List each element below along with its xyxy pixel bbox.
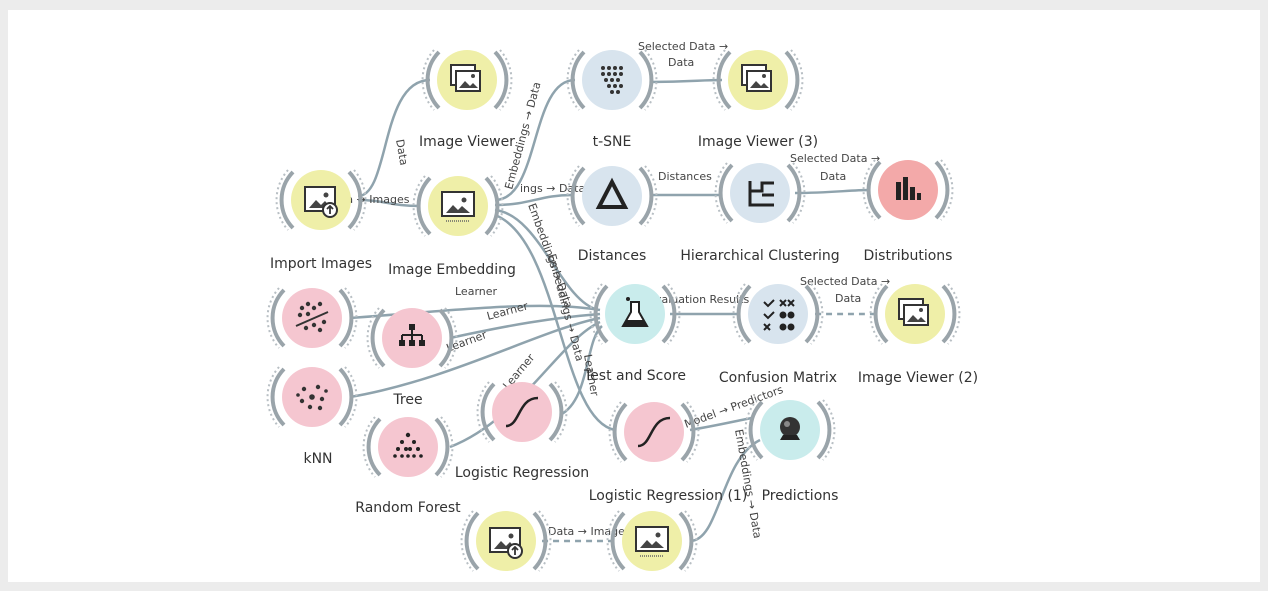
label-hierarchical-clustering: Hierarchical Clustering bbox=[680, 248, 839, 264]
sigmoid-icon bbox=[505, 396, 539, 428]
link-label-data-3: Data bbox=[835, 292, 861, 305]
node-import-images-1[interactable] bbox=[459, 509, 553, 573]
node-image-viewer-2[interactable] bbox=[868, 282, 962, 346]
tsne-icon bbox=[601, 66, 623, 94]
node-hierarchical-clustering[interactable] bbox=[713, 161, 807, 225]
link-label-data-images: ta → Images bbox=[342, 193, 410, 206]
link-label-distances: Distances bbox=[658, 170, 712, 183]
image-viewer-icon bbox=[450, 64, 481, 92]
distances-icon bbox=[595, 177, 629, 209]
link-label-selected-data-1: Selected Data → bbox=[638, 40, 728, 53]
label-distributions: Distributions bbox=[864, 248, 953, 264]
image-viewer-icon bbox=[898, 298, 929, 326]
link-rf-testscore bbox=[449, 320, 601, 449]
label-image-viewer: Image Viewer bbox=[419, 134, 515, 150]
link-label-data: Data bbox=[393, 138, 410, 166]
link-lr-testscore bbox=[559, 325, 603, 417]
link-embedding-tsne bbox=[494, 78, 576, 202]
knn-icon bbox=[296, 384, 328, 411]
node-logistic-regression-1[interactable] bbox=[607, 400, 701, 464]
bar-chart-icon bbox=[896, 177, 921, 200]
link-import-embedding bbox=[357, 198, 421, 208]
label-logistic-regression: Logistic Regression bbox=[455, 465, 589, 481]
label-tsne: t-SNE bbox=[593, 134, 632, 150]
node-random-forest[interactable] bbox=[361, 415, 455, 479]
node-logistic-regression[interactable] bbox=[475, 380, 569, 444]
label-logistic-regression-1: Logistic Regression (1) bbox=[589, 488, 748, 504]
link-embedding-lr1 bbox=[494, 213, 616, 432]
label-distances: Distances bbox=[578, 248, 647, 264]
confusion-matrix-icon bbox=[763, 299, 795, 331]
node-knn[interactable] bbox=[265, 365, 359, 429]
node-image-viewer[interactable] bbox=[420, 48, 514, 112]
link-embedding1-predictions bbox=[689, 438, 761, 543]
label-confusion-matrix: Confusion Matrix bbox=[719, 370, 837, 386]
import-images-icon bbox=[489, 527, 523, 559]
link-lr1-predictions bbox=[689, 416, 753, 432]
label-test-and-score: Test and Score bbox=[583, 368, 686, 384]
node-predictions[interactable] bbox=[743, 398, 837, 462]
random-forest-icon bbox=[393, 432, 423, 458]
node-confusion-matrix[interactable] bbox=[731, 282, 825, 346]
node-test-and-score[interactable] bbox=[588, 282, 682, 346]
label-tree: Tree bbox=[392, 392, 422, 408]
label-random-forest: Random Forest bbox=[355, 500, 461, 516]
node-import-images[interactable] bbox=[274, 168, 368, 232]
label-image-embedding: Image Embedding bbox=[388, 262, 516, 278]
links-layer bbox=[349, 78, 878, 543]
link-svm-testscore bbox=[349, 304, 601, 320]
link-embedding-testscore bbox=[494, 208, 599, 312]
node-tree[interactable] bbox=[365, 306, 459, 370]
tree-icon bbox=[399, 324, 425, 346]
node-image-embedding-1[interactable] bbox=[605, 509, 699, 573]
dendrogram-icon bbox=[748, 181, 774, 207]
link-import-viewer bbox=[357, 78, 431, 198]
node-image-viewer-3[interactable] bbox=[711, 48, 805, 112]
label-knn: kNN bbox=[303, 451, 332, 467]
label-image-viewer-2: Image Viewer (2) bbox=[858, 370, 978, 386]
node-distributions[interactable] bbox=[861, 158, 955, 222]
node-distances[interactable] bbox=[565, 164, 659, 228]
label-import-images: Import Images bbox=[270, 256, 372, 272]
link-embedding-distances bbox=[494, 193, 573, 207]
image-embedding-icon bbox=[441, 191, 475, 222]
label-predictions: Predictions bbox=[762, 488, 839, 504]
link-label-embeddings-predictions: Embeddings → Data bbox=[732, 428, 764, 539]
link-hc-distributions bbox=[794, 188, 871, 195]
link-knn-testscore bbox=[349, 316, 601, 399]
image-embedding-icon bbox=[635, 526, 669, 557]
link-label-data-images-2: Data → Images bbox=[548, 525, 631, 538]
link-label-learner-2: Learner bbox=[485, 299, 529, 323]
link-label-selected-data-2: Selected Data → bbox=[790, 152, 880, 165]
sigmoid-icon bbox=[637, 416, 671, 448]
label-image-viewer-3: Image Viewer (3) bbox=[698, 134, 818, 150]
import-images-icon bbox=[304, 186, 338, 218]
svm-icon bbox=[295, 301, 329, 333]
link-tree-testscore bbox=[449, 312, 601, 340]
node-svm[interactable] bbox=[265, 286, 359, 350]
crystal-ball-icon bbox=[780, 417, 800, 440]
link-label-data-1: Data bbox=[668, 56, 694, 69]
image-viewer-icon bbox=[741, 64, 772, 92]
link-label-data-2: Data bbox=[820, 170, 846, 183]
node-tsne[interactable] bbox=[565, 48, 659, 112]
link-label-learner-1: Learner bbox=[455, 285, 498, 298]
flask-icon bbox=[621, 297, 649, 327]
node-image-embedding[interactable] bbox=[411, 174, 505, 238]
link-tsne-viewer3 bbox=[649, 78, 723, 84]
link-label-selected-data-3: Selected Data → bbox=[800, 275, 890, 288]
